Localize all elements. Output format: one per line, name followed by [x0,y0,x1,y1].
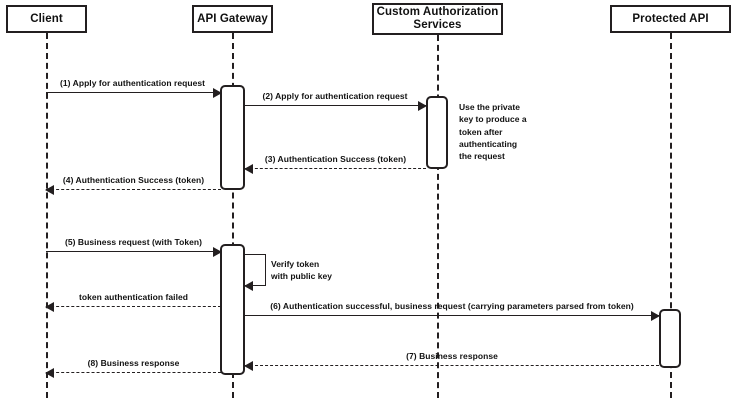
message-line [46,306,221,307]
message-line [46,372,221,373]
lifeline-api-gateway [232,33,234,398]
message-label: token authentication failed [78,292,189,302]
message-label: (6) Authentication successful, business … [270,301,634,311]
message-label: (2) Apply for authentication request [262,91,408,101]
message-label: (1) Apply for authentication request [60,78,206,88]
participant-box-client[interactable]: Client [6,5,87,33]
message-line [244,105,426,106]
self-message-label: Verify token with public key [271,259,332,282]
participant-box-protected-api[interactable]: Protected API [610,5,731,33]
participant-box-api-gateway[interactable]: API Gateway [192,5,273,33]
activation-api-gateway-business [220,244,245,375]
participant-box-custom-authorization-services[interactable]: Custom Authorization Services [372,3,503,35]
arrowhead-icon [45,184,54,195]
arrowhead-icon [244,163,253,174]
self-message-line-top [245,254,266,255]
message-line [46,189,221,190]
lifeline-client [46,33,48,398]
activation-protected-api [659,309,681,368]
self-message-verify-token[interactable] [244,254,266,291]
arrowhead-icon [244,280,253,291]
message-label: (5) Business request (with Token) [64,237,203,247]
arrowhead-icon [45,301,54,312]
message-label: (8) Business response [87,358,180,368]
message-line [245,315,659,316]
self-message-line-side [265,254,266,286]
lifeline-custom-authorization-services [437,35,439,398]
message-line [46,92,221,93]
arrowhead-icon [213,246,222,257]
arrowhead-icon [651,310,660,321]
note-use-private-key: Use the private key to produce a token a… [459,102,527,162]
lifeline-protected-api [670,33,672,398]
arrowhead-icon [244,360,253,371]
activation-custom-authorization-services [426,96,448,169]
message-line [46,251,221,252]
message-line [245,168,426,169]
message-label: (7) Business response [406,351,498,361]
arrowhead-icon [213,87,222,98]
arrowhead-icon [418,100,427,111]
message-label: (3) Authentication Success (token) [264,154,407,164]
activation-api-gateway-auth [220,85,245,190]
message-line [245,365,659,366]
message-label: (4) Authentication Success (token) [62,175,205,185]
arrowhead-icon [45,367,54,378]
self-message-line-bottom [245,285,266,286]
